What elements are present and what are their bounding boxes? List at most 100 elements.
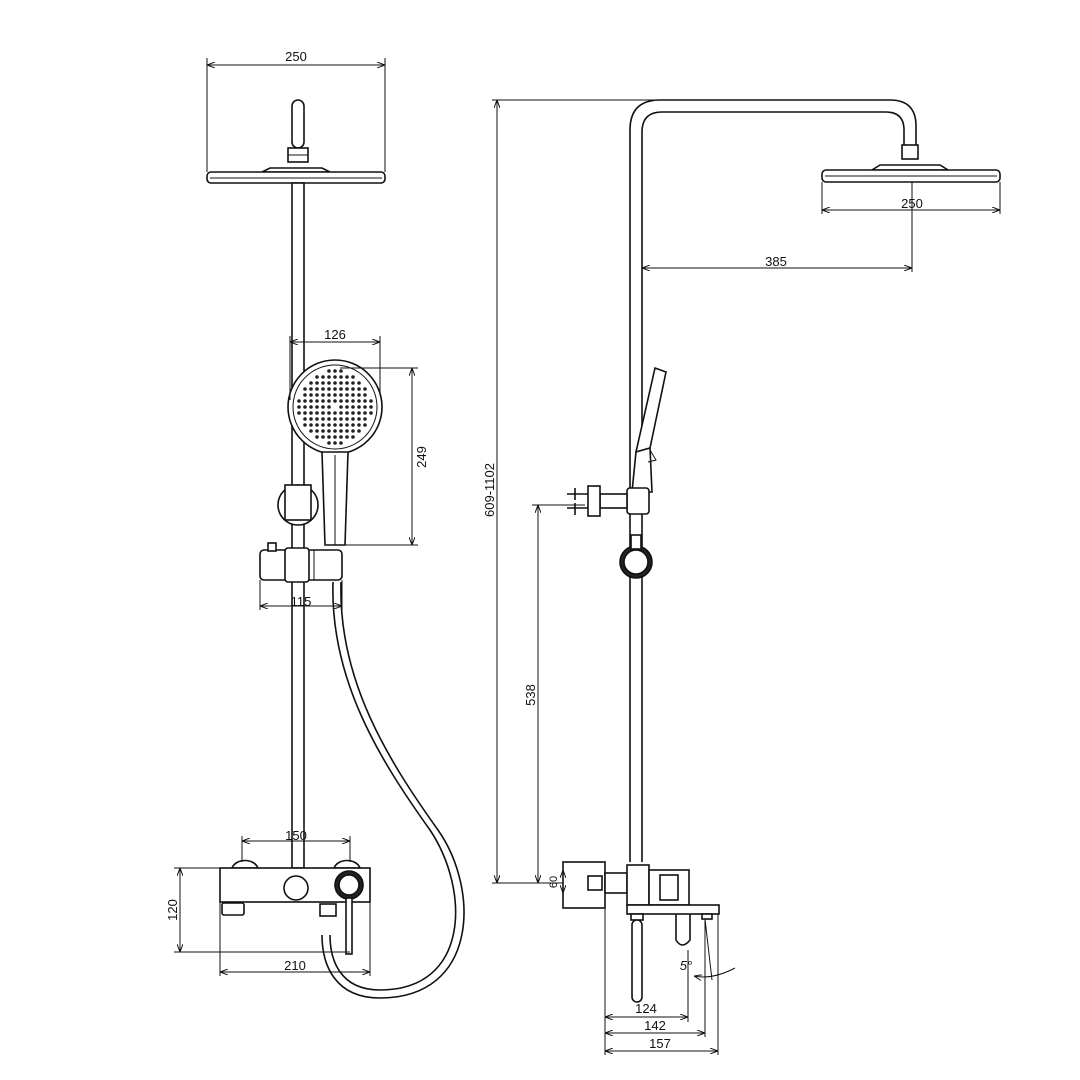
nozzle-dot (315, 399, 319, 403)
dim-label: 385 (765, 254, 787, 269)
nozzle-dot (327, 381, 331, 385)
nozzle-dot (345, 399, 349, 403)
nozzle-dot (357, 399, 361, 403)
nozzle-dot (309, 399, 313, 403)
nozzle-dot (315, 429, 319, 433)
dim-bracket-height: 538 (523, 504, 585, 883)
dim-depths: 124 142 157 (604, 908, 719, 1055)
nozzle-dot (345, 435, 349, 439)
slider (259, 542, 343, 583)
nozzle-dot (333, 429, 337, 433)
nozzle-dot (327, 417, 331, 421)
nozzle-dot (315, 381, 319, 385)
nozzle-dot (345, 429, 349, 433)
nozzle-dot (321, 399, 325, 403)
nozzle-dot (339, 411, 343, 415)
nozzle-dot (315, 405, 319, 409)
nozzle-dot (333, 435, 337, 439)
nozzle-dot (357, 423, 361, 427)
nozzle-dot (303, 405, 307, 409)
nozzle-dot (327, 435, 331, 439)
nozzle-dot (333, 381, 337, 385)
nozzle-dot (351, 429, 355, 433)
mixer-side (562, 861, 720, 1003)
nozzle-dot (303, 387, 307, 391)
nozzle-dot (345, 405, 349, 409)
dim-label: 124 (635, 1001, 657, 1016)
nozzle-dot (321, 393, 325, 397)
nozzle-dot (333, 417, 337, 421)
nozzle-dot (333, 387, 337, 391)
nozzle-dot (363, 417, 367, 421)
hose (329, 581, 457, 991)
wall-bracket-side (567, 485, 653, 579)
riser-arm-outer (629, 99, 917, 862)
nozzle-dot (345, 375, 349, 379)
nozzle-dot (363, 405, 367, 409)
nozzle-dot (297, 411, 301, 415)
hand-shower-side (631, 366, 667, 493)
nozzle-dot (333, 375, 337, 379)
nozzle-dot (333, 369, 337, 373)
nozzle-dot (321, 417, 325, 421)
nozzle-dot (357, 411, 361, 415)
dim-label: 250 (285, 49, 307, 64)
nozzle-dot (303, 417, 307, 421)
dim-inlet-height: 60 (548, 870, 563, 893)
nozzle-dot (357, 393, 361, 397)
nozzle-dot (321, 387, 325, 391)
nozzle-dot (339, 387, 343, 391)
nozzle-dot (309, 411, 313, 415)
dim-label: 157 (649, 1036, 671, 1051)
dim-label: 249 (414, 446, 429, 468)
nozzle-dot (339, 375, 343, 379)
nozzle-dot (345, 387, 349, 391)
nozzle-dot (321, 411, 325, 415)
front-view: 250 126 2 (165, 49, 465, 999)
nozzle-dot (369, 405, 373, 409)
nozzle-dot (339, 399, 343, 403)
nozzle-dot (345, 417, 349, 421)
nozzle-dot (315, 417, 319, 421)
dim-total-height: 609-1102 (482, 99, 660, 884)
hose-outer (321, 581, 465, 999)
nozzle-dot (351, 399, 355, 403)
nozzle-dot (309, 381, 313, 385)
nozzle-dot (327, 441, 331, 445)
hand-shower (287, 359, 383, 546)
dim-handset-height: 249 (340, 367, 429, 546)
nozzle-dot (315, 393, 319, 397)
nozzle-dot (357, 381, 361, 385)
nozzle-dot (327, 399, 331, 403)
nozzle-dot (321, 423, 325, 427)
nozzle-dot (363, 399, 367, 403)
nozzle-dot (321, 435, 325, 439)
nozzle-dot (315, 387, 319, 391)
nozzle-dot (357, 405, 361, 409)
nozzle-dot (345, 411, 349, 415)
dim-label: 150 (285, 828, 307, 843)
nozzle-dot (303, 393, 307, 397)
nozzle-dot (309, 405, 313, 409)
riser-arm-inner (641, 111, 905, 862)
dim-spout-angle: 5° (680, 918, 736, 980)
nozzle-dot (363, 423, 367, 427)
nozzle-dot (363, 387, 367, 391)
nozzle-dot (363, 393, 367, 397)
nozzle-dot (351, 435, 355, 439)
nozzle-dot (339, 435, 343, 439)
nozzle-dot (321, 375, 325, 379)
nozzle-dot (351, 411, 355, 415)
dim-head-width-side: 250 (821, 182, 1001, 214)
nozzle-dot (327, 405, 331, 409)
dim-handset-width: 126 (289, 327, 381, 400)
nozzle-dot (357, 387, 361, 391)
nozzle-dot (339, 381, 343, 385)
nozzle-dot (369, 399, 373, 403)
nozzle-dot (369, 411, 373, 415)
nozzle-dot (333, 441, 337, 445)
nozzle-dot (303, 423, 307, 427)
nozzle-dot (333, 393, 337, 397)
dim-label: 210 (284, 958, 306, 973)
side-view: 609-1102 250 385 (482, 99, 1001, 1055)
